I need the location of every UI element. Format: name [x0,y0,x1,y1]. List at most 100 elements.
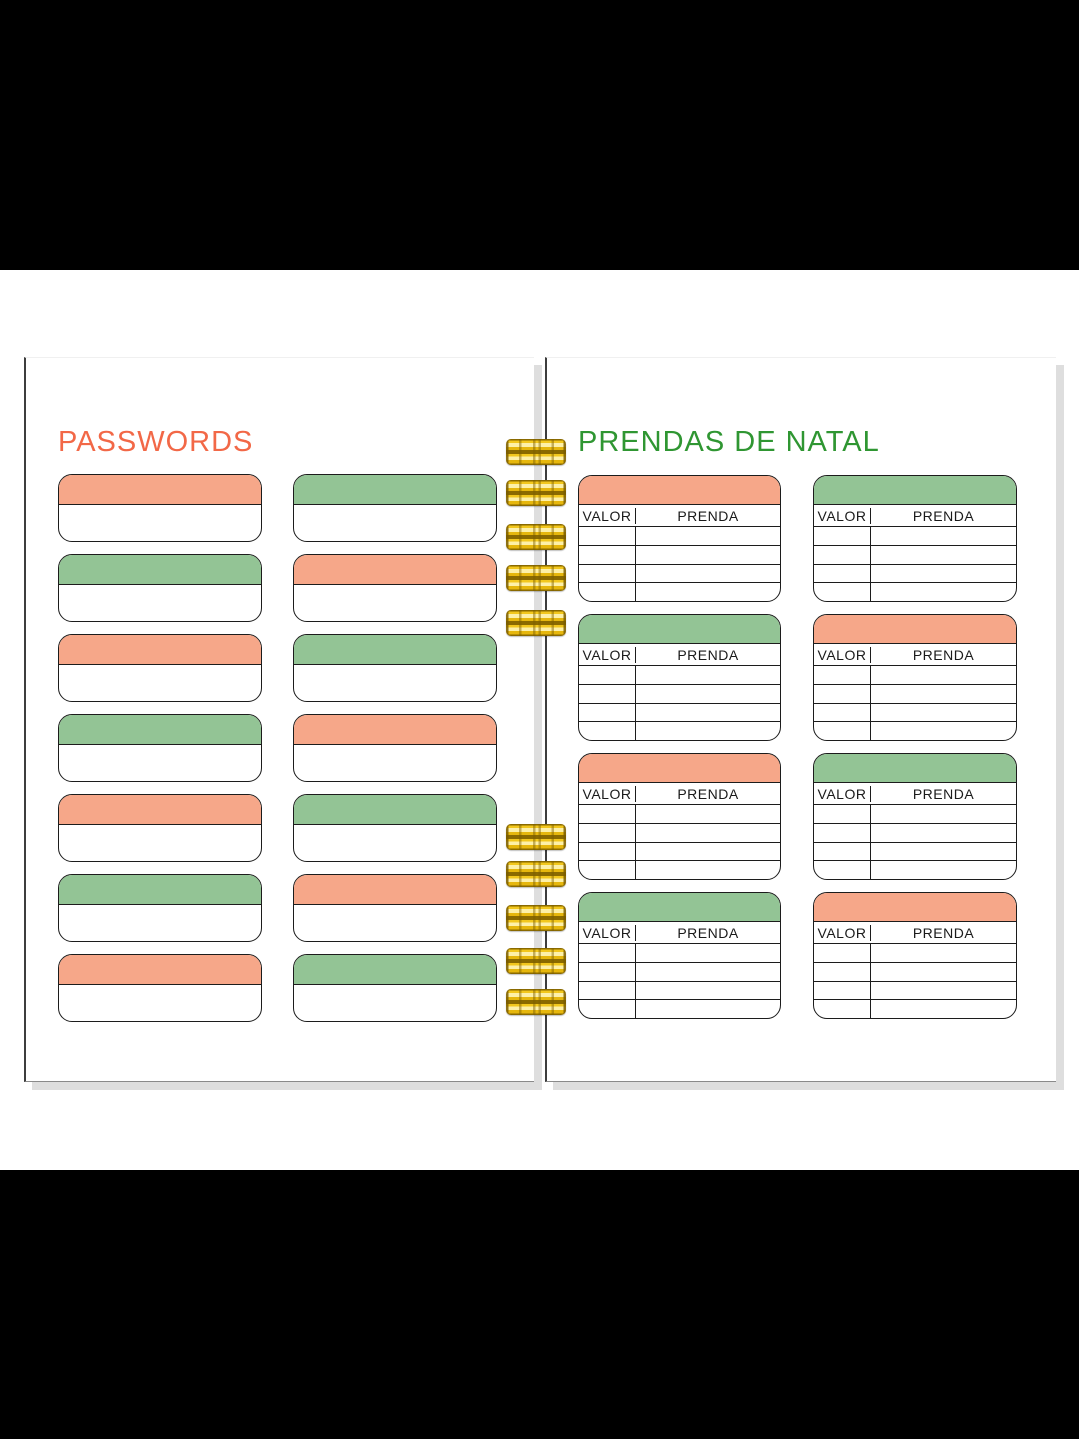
prenda-cell [636,805,780,823]
prenda-header-cell: PRENDA [912,785,975,802]
gift-table: VALOR PRENDA [813,753,1017,880]
page-title-passwords: PASSWORDS [58,426,254,458]
prenda-cell [871,565,1016,583]
gift-table: VALOR PRENDA [813,614,1017,741]
prenda-cell [871,805,1016,823]
gift-table-header-row: VALOR PRENDA [814,783,1016,805]
gift-table-row [814,722,1016,740]
prenda-cell [636,982,780,1000]
gift-table-row [814,583,1016,601]
gift-table-grid: VALOR PRENDA VALOR PRENDA VALOR PRENDA V… [578,475,1017,1019]
gift-table-row [579,722,780,740]
gift-table-row [579,545,780,565]
valor-cell [814,666,871,684]
binding-coil [506,861,566,887]
valor-cell [814,545,871,564]
right-page: PRENDAS DE NATAL VALOR PRENDA VALOR PREN… [545,357,1056,1082]
password-box-header [59,635,261,665]
prenda-cell [636,583,780,601]
prenda-header-cell: PRENDA [912,507,975,524]
password-box-body [59,825,261,861]
prenda-cell [636,963,780,981]
valor-header-cell: VALOR [814,507,871,524]
valor-cell [814,722,871,740]
prenda-cell [636,824,780,842]
prenda-cell [636,722,780,740]
prenda-cell [871,685,1016,703]
password-box [58,554,262,622]
prenda-cell [871,527,1016,545]
password-box-body [59,985,261,1021]
gift-table-header-row: VALOR PRENDA [579,505,780,527]
gift-table-row [814,944,1016,963]
gift-table: VALOR PRENDA [578,892,781,1019]
gift-table: VALOR PRENDA [813,892,1017,1019]
binding-coil [506,480,566,506]
prenda-cell [871,963,1016,981]
prenda-cell [636,527,780,545]
gift-table-row [579,842,780,862]
password-box-body [59,745,261,781]
valor-header-cell: VALOR [814,924,871,941]
gift-table-row [814,842,1016,862]
valor-cell [814,842,871,861]
prenda-header-cell: PRENDA [677,507,739,524]
gift-table-header-row: VALOR PRENDA [814,922,1016,944]
password-box-header [294,715,496,745]
password-box-header [294,635,496,665]
password-box-body [294,985,496,1021]
valor-cell [579,564,636,583]
prenda-cell [871,944,1016,962]
gift-table-row [579,564,780,584]
valor-cell [814,583,871,601]
password-box [293,874,497,942]
gift-table-row [579,583,780,601]
valor-cell [579,666,636,684]
gift-table: VALOR PRENDA [578,753,781,880]
valor-cell [579,1000,636,1018]
password-box-header [294,555,496,585]
gift-table-row [579,527,780,546]
prenda-cell [871,982,1016,1000]
gift-table-row [814,545,1016,565]
prenda-cell [636,843,780,861]
binding-coil [506,989,566,1015]
password-box [58,634,262,702]
prenda-cell [871,546,1016,564]
valor-cell [579,545,636,564]
gift-table-cap [579,754,780,783]
valor-cell [814,564,871,583]
password-box-body [294,585,496,621]
valor-cell [579,684,636,703]
valor-cell [579,527,636,545]
password-box-header [294,795,496,825]
valor-cell [579,861,636,879]
password-box-body [294,905,496,941]
binding-coil [506,565,566,591]
valor-cell [814,944,871,962]
password-box-body [59,665,261,701]
gift-table-cap [579,476,780,505]
valor-header-cell: VALOR [814,785,871,802]
password-box [58,874,262,942]
prenda-cell [871,704,1016,722]
password-box [58,714,262,782]
password-box-header [59,795,261,825]
gift-table-row [814,981,1016,1001]
password-box [293,954,497,1022]
password-box-header [59,475,261,505]
valor-header-cell: VALOR [814,646,871,663]
gift-table-row [579,1000,780,1018]
password-box [58,954,262,1022]
prenda-header-cell: PRENDA [677,785,739,802]
valor-cell [579,722,636,740]
valor-cell [814,981,871,1000]
binding-coil [506,524,566,550]
gift-table-row [579,666,780,685]
binding-coil [506,824,566,850]
prenda-header-cell: PRENDA [912,646,975,663]
gift-table-row [814,1000,1016,1018]
password-box-header [294,875,496,905]
password-box-body [294,745,496,781]
gift-table-row [814,666,1016,685]
